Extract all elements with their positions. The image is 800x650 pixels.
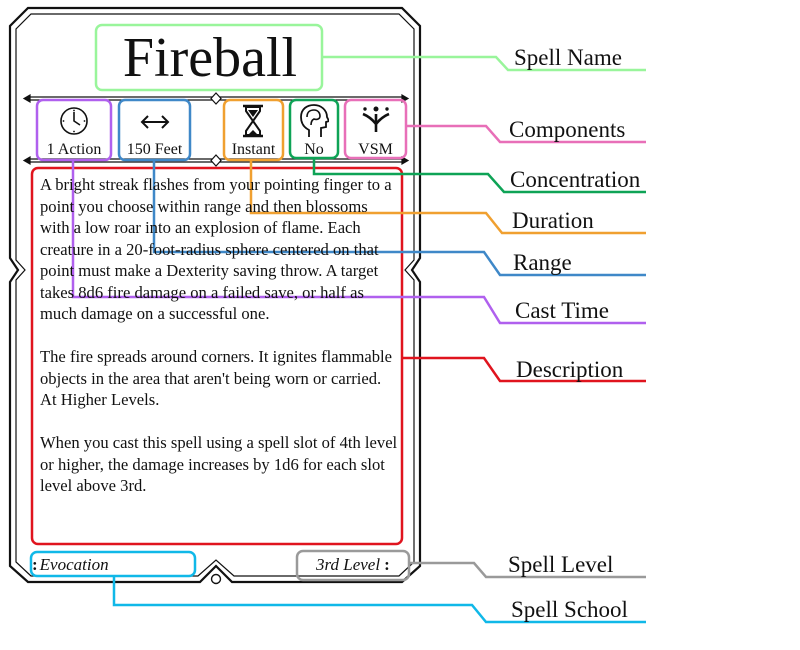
spell-level-leader <box>409 561 646 579</box>
spell-level-box <box>295 549 411 582</box>
clock-icon <box>60 107 88 135</box>
range-leader <box>152 160 646 277</box>
cast-time-value: 1 Action <box>46 141 102 158</box>
spell-name: Fireball <box>122 27 298 89</box>
callout-duration: Duration <box>512 208 594 233</box>
duration-box <box>222 98 285 162</box>
description-leader <box>402 356 646 383</box>
description-box <box>30 166 404 546</box>
components-box <box>343 98 408 160</box>
callout-spell-level: Spell Level <box>508 552 614 577</box>
duration-leader <box>249 160 646 235</box>
level-bullet: : <box>384 555 390 574</box>
callout-spell-school: Spell School <box>511 597 628 622</box>
callout-spell-name: Spell Name <box>514 45 622 70</box>
hourglass-icon <box>243 104 263 138</box>
spell-school-leader <box>112 576 646 624</box>
spell-school-label: Evocation <box>39 555 109 574</box>
description-paragraph: When you cast this spell using a spell s… <box>40 433 398 495</box>
concentration-value: No <box>304 141 324 158</box>
description-paragraph: The fire spreads around corners. It igni… <box>40 347 393 388</box>
description-paragraph: A bright streak flashes from your pointi… <box>40 175 392 323</box>
spell-name-leader <box>322 55 646 72</box>
components-icon <box>362 106 390 132</box>
range-value: 150 Feet <box>126 141 183 158</box>
cast-time-leader <box>71 160 646 325</box>
callout-components: Components <box>509 117 626 142</box>
description-heading: At Higher Levels. <box>40 390 160 409</box>
spell-level-label: 3rd Level <box>316 555 381 574</box>
components-value: VSM <box>358 141 393 158</box>
spell-description: A bright streak flashes from your pointi… <box>40 174 400 542</box>
callout-range: Range <box>513 250 572 275</box>
spell-school: :Evocation <box>32 555 109 575</box>
callout-concentration: Concentration <box>510 167 641 192</box>
double-arrow-icon <box>140 115 170 129</box>
leader-lines <box>71 55 646 624</box>
concentration-leader <box>312 158 646 194</box>
head-icon <box>300 104 329 137</box>
callout-cast-time: Cast Time <box>515 298 609 323</box>
callout-description: Description <box>516 357 624 382</box>
spell-level: 3rd Level: <box>316 555 390 575</box>
duration-value: Instant <box>231 141 276 158</box>
components-leader <box>406 124 646 144</box>
school-bullet: : <box>32 555 38 574</box>
card-frame <box>8 6 422 585</box>
